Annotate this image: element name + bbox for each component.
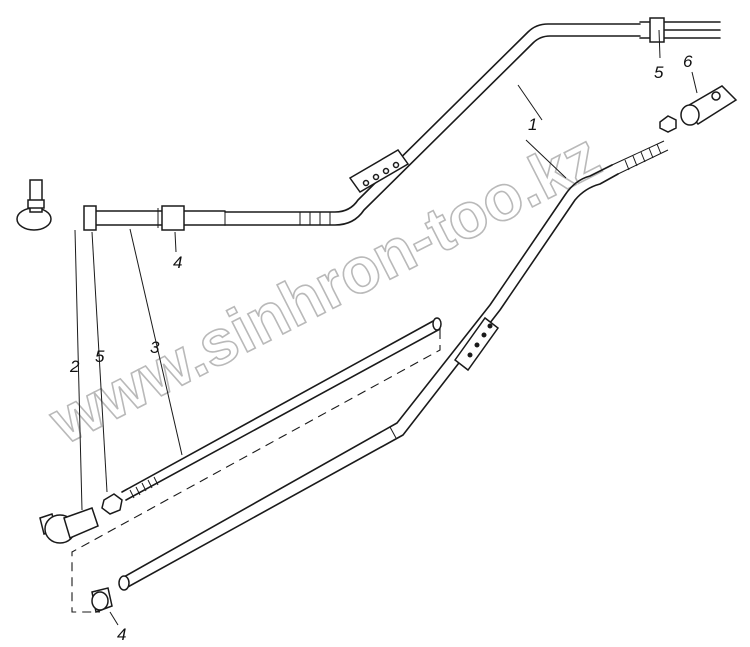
callout-6: 6 (683, 52, 693, 71)
rod-1-lower (118, 140, 669, 591)
rod-1-upper (224, 17, 721, 226)
watermark-text: www.sinhron-too.kz (38, 118, 611, 458)
leader-lines (74, 29, 698, 626)
callout-2: 2 (69, 357, 80, 376)
ball-joint-upper (16, 179, 97, 231)
alignment-lines (71, 330, 441, 613)
rod-3-lower (121, 317, 442, 501)
callout-4-lower: 4 (117, 625, 126, 644)
callout-1: 1 (528, 115, 537, 134)
callout-5-lower: 5 (95, 347, 105, 366)
ball-joint-lower (39, 507, 99, 544)
nut-lower (101, 493, 123, 515)
nut-upper (659, 115, 677, 133)
clevis-6 (680, 85, 738, 126)
callout-3: 3 (150, 338, 160, 357)
rod-3-upper (94, 205, 226, 231)
callout-5-upper: 5 (654, 63, 664, 82)
callout-4-upper: 4 (173, 253, 182, 272)
bushing-lower (91, 587, 113, 614)
